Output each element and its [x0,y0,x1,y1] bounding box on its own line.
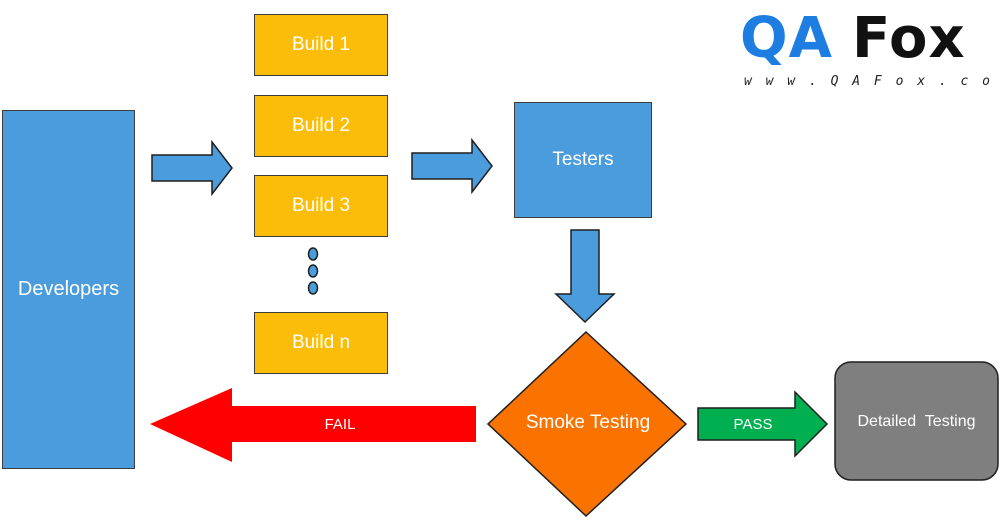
build-3-label: Build 3 [291,195,351,216]
logo-url-text: w w w . Q A F o x . c o m [744,74,1000,89]
pass-arrow [697,390,829,458]
ellipsis-dot-1 [307,247,319,261]
build-2-box: Build 2 [254,95,388,157]
build-n-box: Build n [254,312,388,374]
arrow-testers-to-smoke [554,229,616,324]
smoke-testing-diamond [486,330,688,518]
fail-arrow [150,388,476,462]
build-2-label: Build 2 [291,115,351,136]
testers-label: Testers [552,149,614,170]
detailed-testing-label: Detailed Testing [857,413,976,430]
logo-qa-text: QA [740,6,833,71]
fail-label: FAIL [324,415,356,433]
ellipsis-dot-3 [307,281,319,295]
build-3-box: Build 3 [254,175,388,237]
build-1-box: Build 1 [254,14,388,76]
ellipsis-dot-2 [307,264,319,278]
developers-box: Developers [2,110,135,469]
arrow-developers-to-builds [151,139,233,197]
arrow-builds-to-testers [411,137,493,195]
pass-label: PASS [733,415,773,433]
developers-label: Developers [17,278,120,300]
build-1-label: Build 1 [291,34,351,55]
qafox-logo: QA Fox w w w . Q A F o x . c o m [738,6,990,94]
smoke-testing-label: Smoke Testing [525,412,651,433]
build-n-label: Build n [291,332,351,353]
logo-fox-text: Fox [852,6,966,71]
testers-box: Testers [514,102,652,218]
detailed-testing-box [834,361,999,481]
